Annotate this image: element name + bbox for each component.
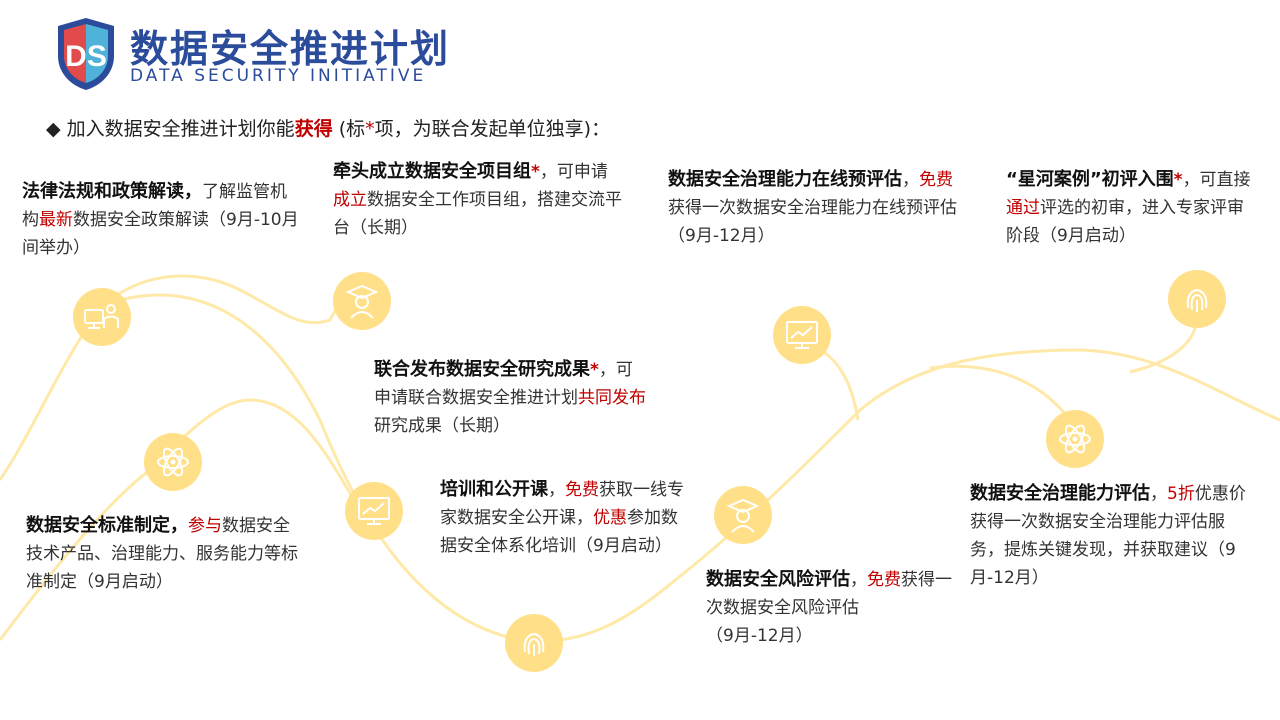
item-risk-title: 数据安全风险评估	[706, 569, 850, 590]
item-project-text0: ，可申请	[539, 162, 608, 182]
item-training-title: 培训和公开课	[440, 479, 548, 500]
logo: DS 数据安全推进计划 DATA SECURITY INITIATIVE	[54, 16, 474, 94]
chart-monitor-icon	[345, 482, 403, 540]
intro-line: ◆ 加入数据安全推进计划你能获得 (标*项，为联合发起单位独享)：	[46, 114, 610, 141]
intro-star: *	[365, 118, 375, 140]
intro-highlight: 获得	[294, 118, 333, 140]
item-governance-red: 5折	[1167, 484, 1195, 504]
item-training-text0: ，	[548, 480, 565, 500]
graduate-icon	[333, 272, 391, 330]
item-online-title: 数据安全治理能力在线预评估	[668, 169, 902, 190]
intro-post: 项，为联合发起单位独享)：	[374, 118, 611, 140]
item-training-red2: 优惠	[593, 508, 627, 528]
computer-user-icon	[73, 288, 131, 346]
item-research: 联合发布数据安全研究成果*，可申请联合数据安全推进计划共同发布研究成果（长期）	[374, 356, 649, 440]
intro-pre: 加入数据安全推进计划你能	[66, 118, 295, 140]
item-online-red: 免费	[919, 170, 953, 190]
item-training: 培训和公开课，免费获取一线专家数据安全公开课，优惠参加数据安全体系化培训（9月启…	[440, 476, 690, 560]
logo-title-en: DATA SECURITY INITIATIVE	[130, 66, 427, 86]
svg-text:DS: DS	[65, 40, 107, 73]
bullet-icon: ◆	[46, 118, 61, 140]
item-project: 牵头成立数据安全项目组*，可申请成立数据安全工作项目组，搭建交流平台（长期）	[333, 158, 623, 242]
shield-ds-logo-icon: DS	[58, 18, 114, 90]
item-law-red: 最新	[39, 210, 73, 230]
item-research-text0: ，可申请联合数据安全推进计划	[374, 360, 633, 408]
item-standard-red: 参与	[188, 516, 222, 536]
graduate-icon	[714, 486, 772, 544]
fingerprint-icon	[505, 614, 563, 672]
item-training-text2: 参加数据安全体系化培训（9月启动）	[440, 508, 678, 556]
item-galaxy-red: 通过	[1006, 198, 1040, 218]
item-risk-red: 免费	[867, 570, 901, 590]
item-law: 法律法规和政策解读，了解监管机构最新数据安全政策解读（9月-10月间举办）	[22, 178, 302, 262]
logo-title-cn: 数据安全推进计划	[130, 27, 451, 71]
item-project-red: 成立	[333, 190, 367, 210]
item-training-red: 免费	[565, 480, 599, 500]
item-galaxy-text0: ，可直接	[1182, 170, 1251, 190]
item-governance-text0: ，	[1150, 484, 1167, 504]
item-galaxy-title: “星河案例”初评入围	[1006, 169, 1174, 190]
item-law-text2: 数据安全政策解读（9月-10月间举办）	[22, 210, 299, 258]
item-risk-text3: （9月-12月）	[706, 626, 813, 646]
item-online-text2: 获得一次数据安全治理能力在线预评估（9月-12月）	[668, 198, 957, 246]
item-research-text2: 研究成果（长期）	[374, 416, 510, 436]
item-governance-title: 数据安全治理能力评估	[970, 483, 1150, 504]
item-training-text1: 获取一线专家数据安全公开课，	[440, 480, 684, 528]
item-standard-text2: 数据安全技术产品、治理能力、服务能力等标准制定（9月启动）	[26, 516, 298, 592]
item-law-title: 法律法规和政策解读，	[22, 181, 202, 202]
item-research-red: 共同发布	[578, 388, 646, 408]
item-project-text2: 数据安全工作项目组，搭建交流平台（长期）	[333, 190, 622, 238]
item-standard: 数据安全标准制定，参与数据安全技术产品、治理能力、服务能力等标准制定（9月启动）	[26, 512, 306, 596]
item-galaxy-text2: 评选的初审，进入专家评审阶段（9月启动）	[1006, 198, 1244, 246]
item-online-text0: ，	[902, 170, 919, 190]
atom-icon	[1046, 410, 1104, 468]
item-project-star: *	[531, 162, 540, 182]
fingerprint-icon	[1168, 270, 1226, 328]
item-governance-text2: 优惠价获得一次数据安全治理能力评估服务，提炼关键发现，并获取建议（9月-12月）	[970, 484, 1246, 588]
item-project-title: 牵头成立数据安全项目组	[333, 161, 531, 182]
item-galaxy: “星河案例”初评入围*，可直接通过评选的初审，进入专家评审阶段（9月启动）	[1006, 166, 1256, 250]
item-law-text1: 了解监管机构	[22, 182, 287, 230]
item-risk-text0: ，	[850, 570, 867, 590]
item-research-title: 联合发布数据安全研究成果	[374, 359, 590, 380]
item-galaxy-star: *	[1173, 170, 1183, 190]
item-risk: 数据安全风险评估，免费获得一次数据安全风险评估 （9月-12月）	[706, 566, 956, 650]
item-online: 数据安全治理能力在线预评估，免费获得一次数据安全治理能力在线预评估（9月-12月…	[668, 166, 968, 250]
item-risk-text2: 获得一次数据安全风险评估	[706, 570, 952, 618]
intro-mid: (标	[332, 118, 366, 140]
item-standard-title: 数据安全标准制定，	[26, 515, 188, 536]
item-research-star: *	[590, 360, 599, 380]
atom-icon	[144, 433, 202, 491]
chart-monitor-icon	[773, 306, 831, 364]
item-governance: 数据安全治理能力评估，5折优惠价获得一次数据安全治理能力评估服务，提炼关键发现，…	[970, 480, 1255, 592]
